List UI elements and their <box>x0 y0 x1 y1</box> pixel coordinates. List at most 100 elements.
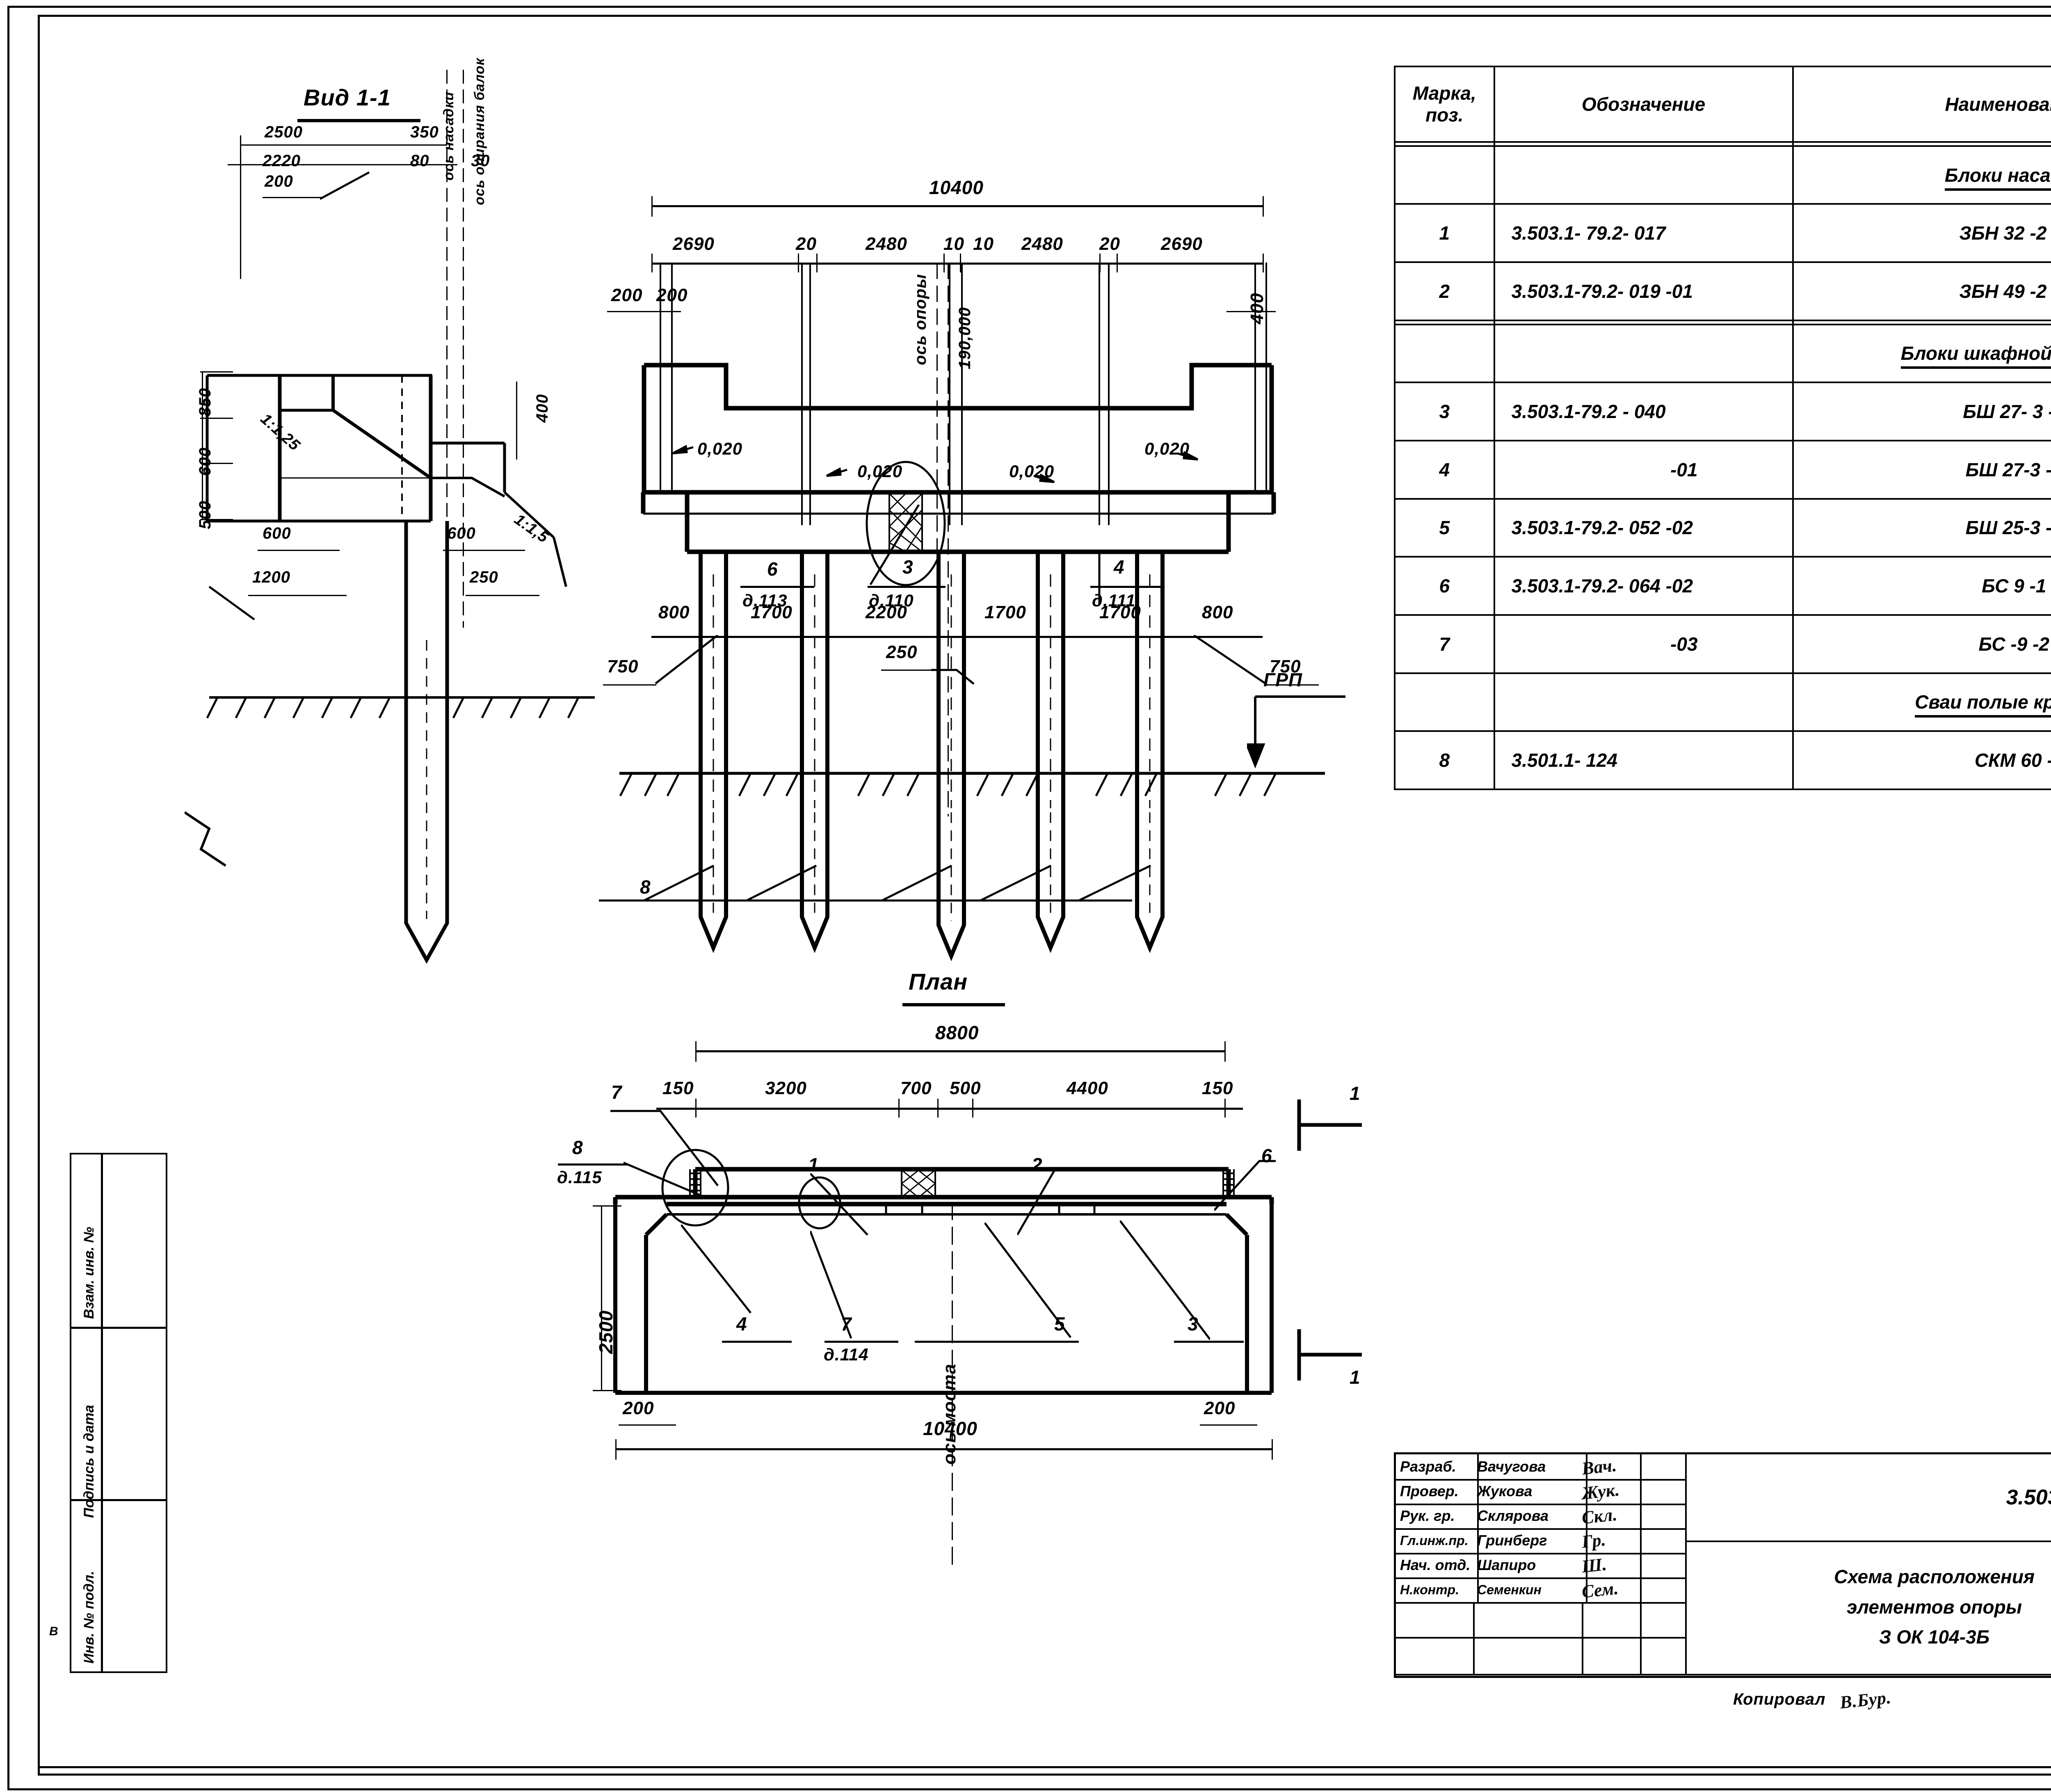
tb-date-3 <box>1640 1528 1687 1554</box>
tb-blank-a2 <box>1473 1602 1583 1639</box>
elev-span-tick <box>960 254 961 272</box>
elev-value-190: 190,000 <box>956 307 974 369</box>
view11-title-underline <box>297 119 420 122</box>
tb-role-3: Гл.инж.пр. <box>1396 1528 1479 1554</box>
elev-span-7: 20 <box>1099 234 1120 254</box>
spec-mark: 3 <box>1394 382 1495 441</box>
plan-title: План <box>909 969 968 994</box>
elev-pile-sp-800b: 800 <box>1202 602 1233 622</box>
elev-axis-opory-line2 <box>948 263 949 816</box>
elev-span-6: 2480 <box>1021 234 1063 254</box>
elev-dim-total-line <box>651 205 1263 207</box>
spec-group-row: Блоки шкафной стенки <box>1394 323 2051 384</box>
plan-title-underline <box>902 1003 1005 1006</box>
view11-dim-600a: 600 <box>263 524 291 542</box>
table-row: 8 3.501.1- 124 СКМ 60 - 5 <box>1394 730 2051 790</box>
elev-embed-750b-line <box>1265 684 1319 686</box>
spec-name: БШ 27- 3 -1 <box>1792 382 2051 441</box>
plan-span-700: 700 <box>900 1078 932 1098</box>
view11-dim-600a-line <box>258 550 340 551</box>
plan-span-tick <box>972 1099 973 1118</box>
elev-callout-6-line <box>740 586 814 588</box>
tb-blank-b1 <box>1396 1637 1475 1675</box>
plan-callout-8-num: 8 <box>572 1137 583 1158</box>
plan-callout-7a: 7 <box>611 1081 622 1103</box>
plan-edge-200b: 200 <box>1204 1398 1236 1418</box>
plan-edge-200b-line <box>1200 1424 1257 1426</box>
view11-vdim-line <box>202 371 203 519</box>
spec-header-row: Марка, поз. Обозначение Наименование Кол… <box>1394 66 2051 143</box>
margin-tick-b: В <box>49 1625 59 1638</box>
spec-name: ЗБН 49 -2 -2 <box>1792 261 2051 321</box>
plan-10400-tick-r <box>1272 1439 1273 1460</box>
elev-span-tick <box>798 254 799 272</box>
elev-gwl-label: ГРП <box>1263 669 1302 690</box>
tb-sign-1: Жук. <box>1581 1479 1642 1505</box>
tb-blank-a4 <box>1640 1602 1687 1639</box>
spec-name: БШ 27-3 -2 <box>1792 439 2051 500</box>
elev-span-2: 20 <box>796 234 817 254</box>
tb-title: Схема расположения элементов опоры З ОК … <box>1685 1541 2051 1675</box>
elev-dim-total-tick-r <box>1263 196 1264 217</box>
margin-label-vzam: Взам. инв. № <box>81 1227 97 1319</box>
elev-spans-line <box>651 263 1263 265</box>
spec-name: ЗБН 32 -2 -1 <box>1792 203 2051 263</box>
cell <box>1394 319 1495 325</box>
margin-label-podpis: Подпись и дата <box>81 1405 97 1518</box>
plan-span-tick <box>1224 1099 1226 1118</box>
sheet-inner-frame <box>38 15 2051 1776</box>
elev-span-3: 2480 <box>866 234 907 254</box>
plan-dim-8800: 8800 <box>935 1022 979 1043</box>
tb-sign-5: Сем. <box>1581 1577 1642 1604</box>
elev-callout-4-line <box>1090 586 1164 588</box>
sheet-footer-rule <box>40 1766 2051 1768</box>
plan-section-label-bottom: 1 <box>1350 1367 1361 1388</box>
view11-dim-2500-line <box>240 144 447 146</box>
plan-callout-7a-leader <box>610 1110 719 1186</box>
elev-pile-dia-250: 250 <box>886 642 918 662</box>
plan-span-tick <box>937 1099 939 1118</box>
spec-designation: 3.501.1- 124 <box>1493 730 1794 790</box>
plan-callout-4-line <box>722 1341 792 1343</box>
plan-section-mark-bottom <box>1297 1329 1362 1381</box>
spec-group-row: Сваи полые круглые <box>1394 672 2051 732</box>
plan-callout-6-leader <box>1214 1160 1276 1211</box>
plan-callout-4: 4 <box>736 1313 747 1335</box>
tb-sign-3: Гр. <box>1581 1528 1642 1554</box>
cell <box>1792 319 2051 325</box>
elevation-ground <box>619 772 1325 797</box>
tb-date-2 <box>1640 1504 1687 1530</box>
elev-embed-750a-leader <box>655 635 719 684</box>
tb-name-2: Склярова <box>1473 1504 1587 1530</box>
plan-callout-3-leader <box>1120 1221 1210 1340</box>
plan-spans-line <box>656 1108 1243 1110</box>
title-block: Разраб. Вачугова Вач. Провер. Жукова Жук… <box>1394 1452 2051 1678</box>
view11-dim-200-leader <box>263 197 324 198</box>
view11-dim-850: 850 <box>196 388 214 416</box>
plan-2500-tick-t <box>593 1205 621 1207</box>
spec-name: БС 9 -1 <box>1792 556 2051 616</box>
view11-dim-250: 250 <box>470 568 498 586</box>
plan-callout-4-leader <box>681 1225 751 1314</box>
spec-header-mark: Марка, поз. <box>1394 66 1495 143</box>
plan-dim-2500: 2500 <box>595 1310 617 1354</box>
tb-date-4 <box>1640 1553 1687 1579</box>
plan-callout-5-leader <box>984 1223 1071 1338</box>
view11-dim-2220: 2220 <box>263 152 301 170</box>
plan-span-4400: 4400 <box>1067 1078 1108 1098</box>
tb-date-5 <box>1640 1577 1687 1604</box>
elev-embed-750a: 750 <box>607 656 639 677</box>
plan-edge-200a-line <box>619 1424 676 1426</box>
elev-gwl-marker <box>1247 695 1345 769</box>
spec-designation: 3.503.1-79.2- 019 -01 <box>1493 261 1794 321</box>
plan-span-150b: 150 <box>1202 1078 1233 1098</box>
spec-designation: -01 <box>1493 439 1794 500</box>
elev-span-8: 2690 <box>1161 234 1203 254</box>
elev-span-tick <box>651 254 653 272</box>
spec-mark: 2 <box>1394 261 1495 321</box>
tb-name-0: Вачугова <box>1473 1454 1587 1481</box>
tb-role-4: Нач. отд. <box>1396 1553 1479 1579</box>
view11-dim-2500-left-tick <box>240 135 241 279</box>
elev-callout-6-det: д.113 <box>742 591 788 610</box>
plan-span-500: 500 <box>950 1078 981 1098</box>
